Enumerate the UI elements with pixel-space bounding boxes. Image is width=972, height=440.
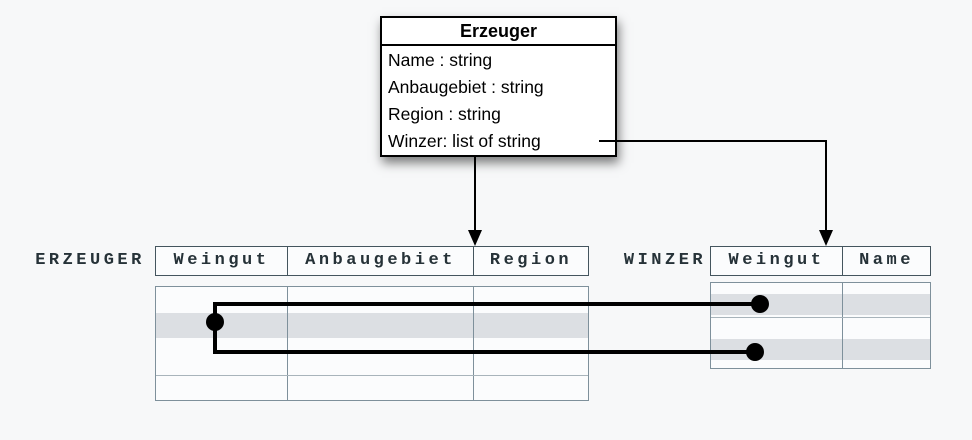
class-to-erzeuger-connector-line	[474, 157, 476, 233]
arrowhead-down-icon	[468, 230, 482, 246]
relation-link-lower-line	[213, 350, 757, 354]
connector-dot-winzer-row-1	[751, 295, 769, 313]
class-attribute-winzer: Winzer: list of string	[388, 131, 541, 151]
erzeuger-column-header-anbaugebiet: Anbaugebiet	[287, 247, 473, 275]
erzeuger-table-label: ERZEUGER	[35, 251, 145, 270]
class-attribute-name: Name : string	[388, 50, 493, 70]
winzer-column-header-weingut: Weingut	[728, 251, 825, 270]
winzer-table-body	[710, 282, 931, 369]
row-divider	[711, 317, 930, 318]
relation-link-upper-line	[213, 302, 762, 306]
erzeuger-column-header-weingut: Weingut	[173, 251, 270, 270]
connector-dot-winzer-row-2	[746, 343, 764, 361]
winzer-attr-connector-vertical-line	[825, 140, 827, 232]
highlighted-row	[156, 313, 588, 338]
class-attribute-anbaugebiet: Anbaugebiet : string	[388, 77, 544, 97]
erzeuger-column-header-region: Region	[473, 247, 588, 275]
uml-class-box: Erzeuger Name : string Anbaugebiet : str…	[380, 16, 617, 157]
winzer-table-label: WINZER	[623, 251, 707, 270]
winzer-column-header-name: Name	[842, 247, 930, 275]
class-title: Erzeuger	[382, 18, 615, 46]
row-divider	[156, 375, 588, 376]
class-attribute-region: Region : string	[388, 104, 501, 124]
winzer-attr-connector-horizontal-line	[599, 140, 827, 142]
erzeuger-header-row: Weingut Anbaugebiet Region	[155, 246, 589, 276]
column-divider	[287, 287, 288, 400]
column-divider	[842, 283, 843, 368]
connector-dot-erzeuger-row	[206, 313, 224, 331]
highlighted-row	[711, 339, 930, 360]
column-divider	[473, 287, 474, 400]
class-attribute-list: Name : string Anbaugebiet : string Regio…	[382, 46, 615, 155]
arrowhead-down-icon	[819, 230, 833, 246]
winzer-header-row: Weingut Name	[710, 246, 931, 276]
